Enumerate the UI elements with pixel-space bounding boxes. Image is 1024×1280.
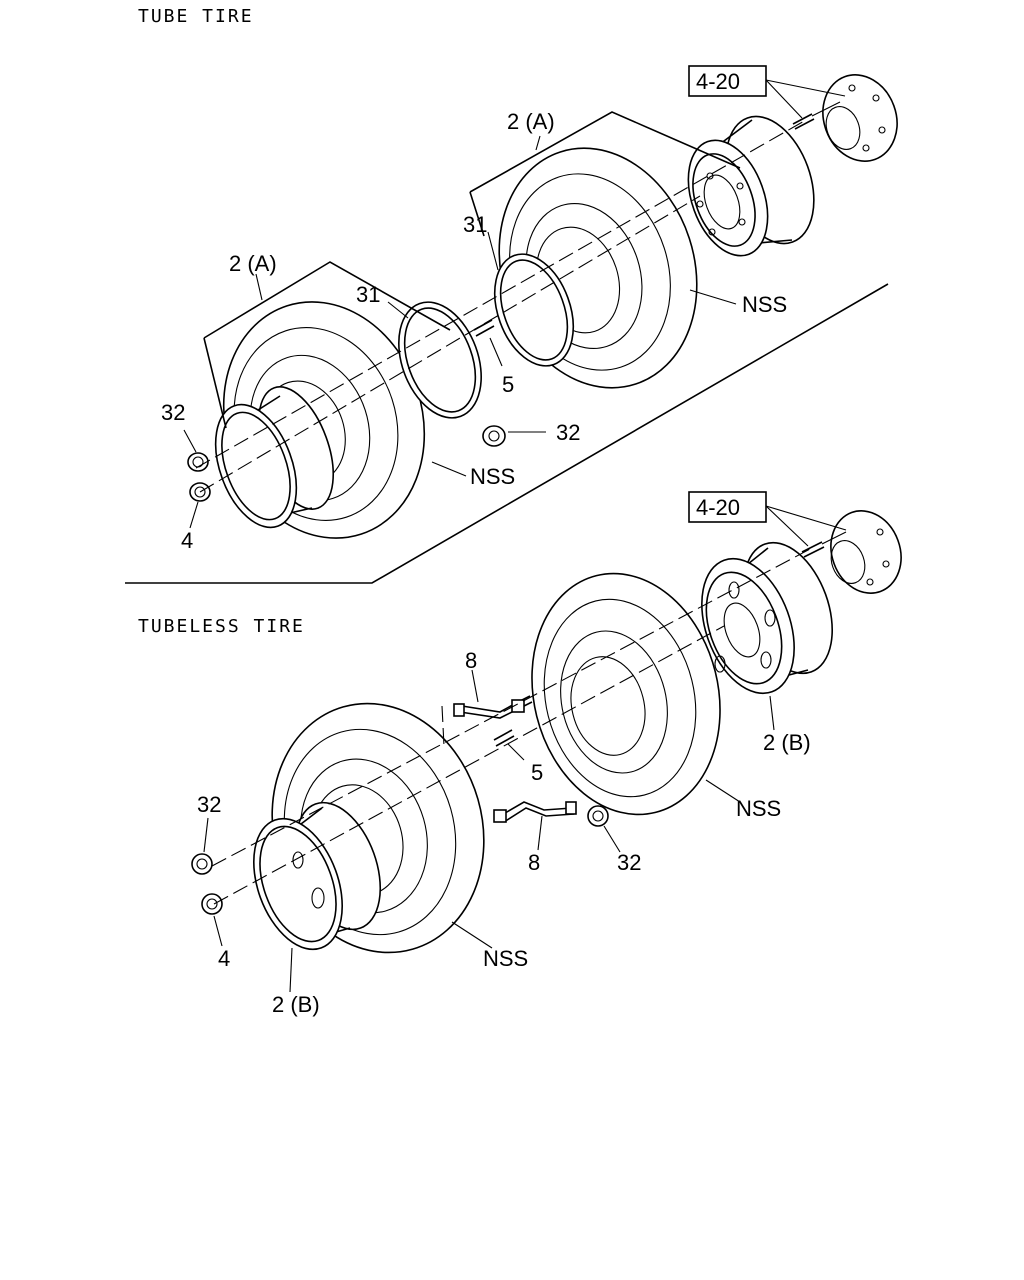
- label-tube-5: 5: [502, 372, 514, 397]
- label-tube-2a-front: 2 (A): [229, 251, 277, 276]
- tubeless-rear-wheel: [701, 541, 834, 695]
- label-tubeless-2b-rear: 2 (B): [763, 730, 811, 755]
- tubeless-valve-guide: [441, 705, 445, 747]
- tubeless-axis-line-1: [211, 547, 813, 867]
- label-tube-32-right: 32: [556, 420, 580, 445]
- label-tubeless-8-top: 8: [465, 648, 477, 673]
- tubeless-valve: [493, 729, 515, 747]
- label-tube-nss-rear: NSS: [742, 292, 787, 317]
- tubeless-hub-ref-box: [688, 491, 767, 523]
- label-tube-31-rear: 31: [463, 212, 487, 237]
- tubeless-hub-ref: 4-20: [696, 495, 740, 520]
- tubeless-tire-heading: TUBELESS TIRE: [138, 616, 305, 637]
- tube-rear-bracket: [469, 111, 741, 193]
- tubeless-hub: [830, 510, 902, 594]
- tube-front-bracket: [203, 261, 451, 339]
- tube-hub-ref-box: [688, 65, 767, 97]
- label-tubeless-nss-front: NSS: [483, 946, 528, 971]
- label-tube-2a-rear: 2 (A): [507, 109, 555, 134]
- tube-hub-ref: 4-20: [696, 69, 740, 94]
- tube-axis-line-2: [199, 195, 701, 493]
- tube-rear-wheel-rim: [687, 115, 815, 257]
- tube-hub: [822, 74, 898, 162]
- tube-front-wheel-rim: [214, 386, 334, 529]
- tubeless-valve-extension-bottom: [493, 801, 577, 823]
- label-tubeless-4: 4: [218, 946, 230, 971]
- tube-axis-line-1: [195, 119, 807, 469]
- tubeless-hub-bolt: [801, 531, 847, 558]
- label-tubeless-32-left: 32: [197, 792, 221, 817]
- label-tube-4: 4: [181, 528, 193, 553]
- tubeless-rear-tire: [531, 572, 721, 816]
- tubeless-nut-32-right: [587, 805, 609, 827]
- section-divider: [125, 283, 889, 584]
- label-tubeless-2b-front: 2 (B): [272, 992, 320, 1017]
- tube-nut-32-right: [482, 425, 506, 447]
- tubeless-axis-line-2: [213, 625, 725, 905]
- label-tube-32-left: 32: [161, 400, 185, 425]
- tubeless-valve-extension-top: [453, 695, 533, 719]
- tubeless-nut-4: [201, 893, 223, 915]
- label-tubeless-8-bottom: 8: [528, 850, 540, 875]
- tube-tire-heading: TUBE TIRE: [138, 6, 254, 27]
- label-tube-31-front: 31: [356, 282, 380, 307]
- label-tubeless-5: 5: [531, 760, 543, 785]
- label-tube-nss-front: NSS: [470, 464, 515, 489]
- label-tubeless-32-right: 32: [617, 850, 641, 875]
- label-tubeless-nss-rear: NSS: [736, 796, 781, 821]
- tubeless-front-wheel: [252, 801, 382, 951]
- tubeless-nut-32-left: [191, 853, 213, 875]
- tube-nut-32-left: [187, 452, 209, 472]
- tube-front-ring: [398, 301, 482, 419]
- tube-hub-bolt: [792, 101, 841, 130]
